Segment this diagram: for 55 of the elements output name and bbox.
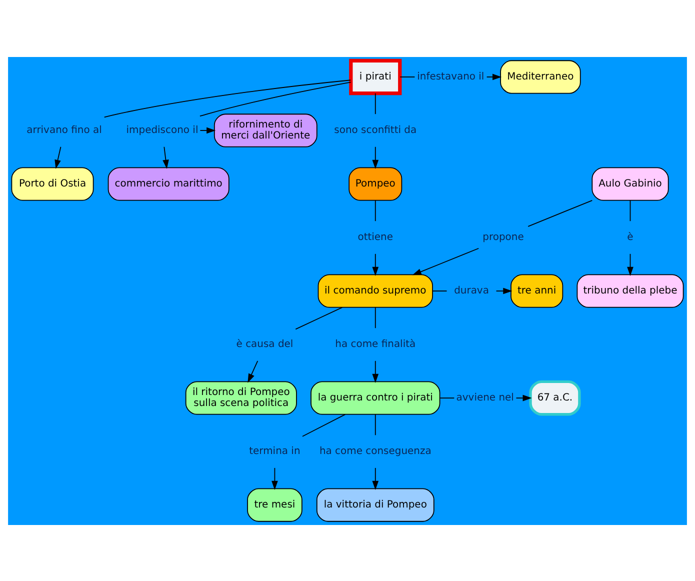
node-text: è <box>627 232 634 243</box>
arrow <box>372 146 379 168</box>
node-box: tre mesi <box>247 488 302 522</box>
node-text: infestavano il <box>417 70 484 82</box>
connector <box>200 81 352 116</box>
arrow <box>496 287 512 294</box>
arrow <box>627 252 634 276</box>
connector <box>374 306 376 328</box>
arrow <box>486 73 502 80</box>
connector <box>374 92 376 114</box>
arrow <box>372 360 379 382</box>
node-box: 67 a.C. <box>529 380 581 416</box>
node-box: il comando supremo <box>318 274 433 308</box>
connector <box>374 199 376 222</box>
node-text: ha come conseguenza <box>319 446 432 457</box>
node-text: propone <box>482 232 524 243</box>
node-box: Pompeo <box>348 166 402 200</box>
connector <box>440 397 455 398</box>
node-text: durava <box>454 285 489 296</box>
connector <box>302 413 346 436</box>
arrow <box>200 126 216 134</box>
node-box: il ritorno di Pompeo sulla scena politica <box>185 380 297 414</box>
node-box: tribuno della plebe <box>576 274 684 308</box>
arrow <box>516 394 532 401</box>
connector <box>104 79 352 118</box>
node-text: ha come finalità <box>335 338 416 350</box>
node-text: è causa del <box>236 338 294 350</box>
node-text: ottiene <box>358 232 394 243</box>
connector <box>295 306 343 330</box>
node-text: avviene nel <box>456 392 514 404</box>
node-box: commercio marittimo <box>108 166 230 200</box>
connector <box>400 76 416 77</box>
node-box: rifornimento di merci dall'Oriente <box>214 113 318 147</box>
arrow <box>372 467 379 490</box>
node-text: sono sconfitti da <box>334 124 417 136</box>
node-text: impediscono il <box>126 124 198 136</box>
node-box: Aulo Gabinio <box>592 166 669 200</box>
arrow <box>162 146 169 168</box>
arrow <box>412 247 480 275</box>
arrow <box>372 252 379 276</box>
connector <box>630 199 631 222</box>
node-box: la guerra contro i pirati <box>310 380 440 414</box>
connector <box>432 290 448 291</box>
arrow <box>248 360 258 382</box>
node-box: Porto di Ostia <box>11 166 94 200</box>
node-text: termina in <box>249 446 300 457</box>
arrow <box>272 467 278 490</box>
node-text: arrivano fino al <box>26 124 102 136</box>
arrow <box>54 146 62 168</box>
node-box: Mediterraneo <box>500 60 581 94</box>
connector <box>374 413 376 436</box>
connector <box>528 199 593 226</box>
node-box: la vittoria di Pompeo <box>316 488 434 522</box>
node-box: tre anni <box>510 274 564 308</box>
node-box: i pirati <box>349 58 402 95</box>
